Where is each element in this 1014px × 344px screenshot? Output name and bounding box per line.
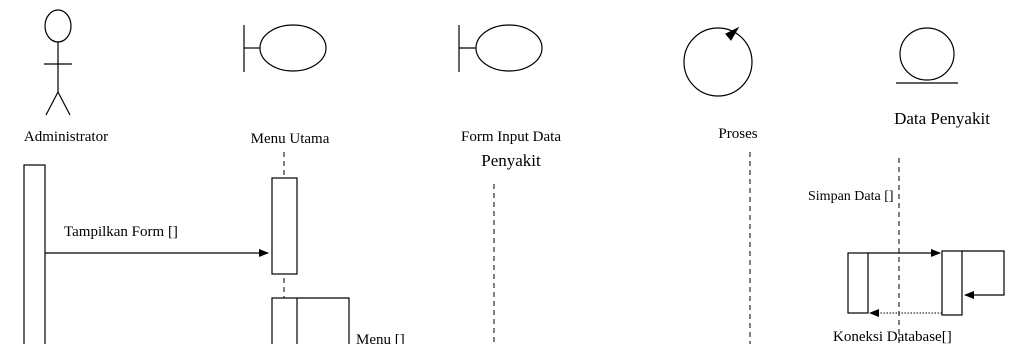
lifeline-label-data-penyakit: Data Penyakit	[894, 109, 990, 128]
message-menu: Menu []	[356, 332, 405, 344]
activation-bar-menu-utama-2	[271, 297, 298, 344]
boundary-icon	[458, 24, 543, 72]
lifeline-label-form-input-line2: Penyakit	[481, 151, 541, 170]
lifeline-menu-utama: Menu Utama	[243, 24, 350, 344]
lifeline-administrator: Administrator	[23, 9, 108, 344]
activation-bar-administrator	[23, 164, 46, 344]
lifeline-label-administrator: Administrator	[24, 129, 108, 145]
lifeline-label-menu-utama: Menu Utama	[251, 131, 330, 147]
message-koneksi-database: Koneksi Database[]	[833, 309, 952, 344]
control-icon	[683, 26, 753, 97]
lifeline-proses: Proses	[683, 26, 758, 344]
boundary-icon	[243, 24, 327, 72]
message-tampilkan-form: Tampilkan Form []	[45, 224, 269, 257]
message-label-menu: Menu []	[356, 332, 405, 344]
activation-bar-menu-utama	[271, 177, 298, 275]
activation-bar-data-penyakit	[941, 250, 963, 316]
self-message-menu-loop	[297, 297, 350, 344]
lifeline-data-penyakit: Data Penyakit	[847, 27, 1005, 344]
lifeline-form-input-data-penyakit: Form Input Data Penyakit	[458, 24, 561, 344]
activation-bar-proses	[847, 252, 869, 314]
lifeline-label-form-input-line1: Form Input Data	[461, 129, 561, 145]
actor-icon	[44, 9, 72, 116]
message-label-koneksi-database: Koneksi Database[]	[833, 329, 952, 344]
message-label-tampilkan-form: Tampilkan Form []	[64, 224, 178, 240]
entity-icon	[896, 27, 958, 84]
message-simpan-data: Simpan Data []	[808, 189, 941, 257]
message-label-simpan-data: Simpan Data []	[808, 189, 894, 204]
lifeline-label-proses: Proses	[718, 126, 757, 142]
self-message-data-penyakit-loop	[962, 250, 1005, 299]
